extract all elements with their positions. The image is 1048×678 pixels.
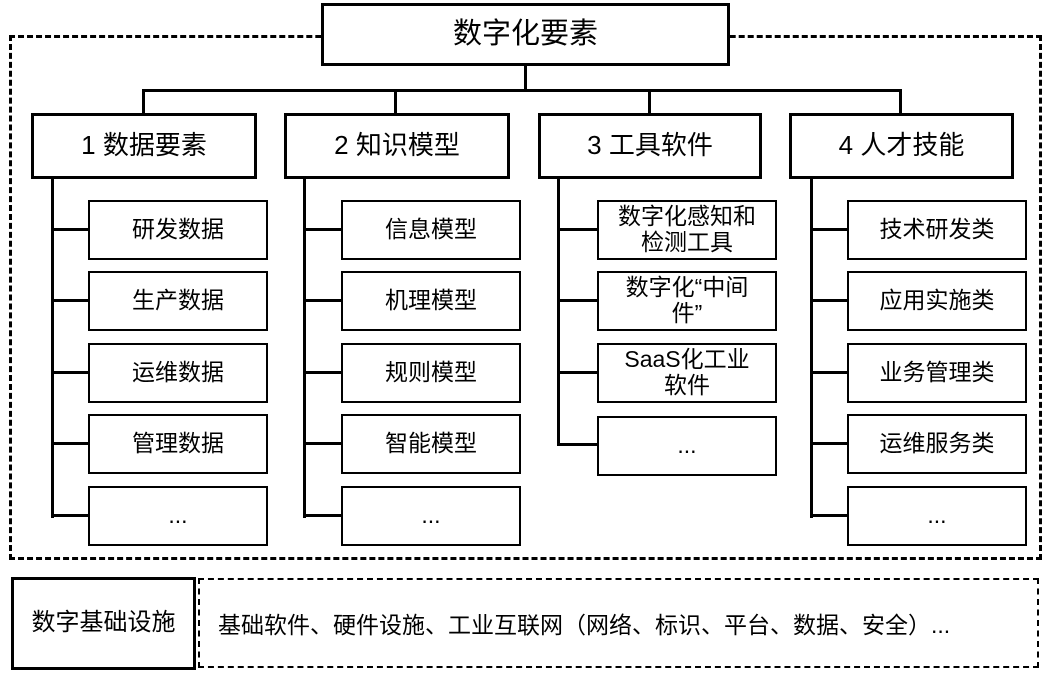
connector-stub-category-3 xyxy=(648,89,651,115)
node-child-3-1-label: 数字化感知和 检测工具 xyxy=(618,203,756,255)
node-category-1: 1 数据要素 xyxy=(31,113,257,179)
node-child-4-5: ... xyxy=(847,486,1027,546)
connector-stub-category-4 xyxy=(899,89,902,115)
node-child-3-1: 数字化感知和 检测工具 xyxy=(597,200,777,260)
node-child-1-3: 运维数据 xyxy=(88,343,268,403)
connector-column-4 xyxy=(810,179,813,518)
node-child-4-2-label: 应用实施类 xyxy=(879,287,995,314)
connector-child-1-1 xyxy=(51,228,88,231)
node-child-3-3-label: SaaS化工业 软件 xyxy=(624,346,750,398)
node-child-1-5-label: ... xyxy=(168,502,188,529)
node-child-1-2: 生产数据 xyxy=(88,271,268,331)
connector-child-4-5 xyxy=(810,514,847,517)
node-category-2-label: 2 知识模型 xyxy=(334,130,460,161)
connector-child-4-1 xyxy=(810,228,847,231)
connector-child-3-2 xyxy=(557,299,597,302)
connector-child-1-2 xyxy=(51,299,88,302)
node-child-3-2-label: 数字化“中间 件” xyxy=(625,274,749,326)
node-child-4-1: 技术研发类 xyxy=(847,200,1027,260)
connector-stub-category-1 xyxy=(142,89,145,115)
infrastructure-description: 基础软件、硬件设施、工业互联网（网络、标识、平台、数据、安全）... xyxy=(218,612,951,638)
node-child-4-1-label: 技术研发类 xyxy=(879,216,995,243)
node-child-3-4: ... xyxy=(597,416,777,476)
node-child-2-2: 机理模型 xyxy=(341,271,521,331)
connector-child-3-4 xyxy=(557,443,597,446)
node-category-3: 3 工具软件 xyxy=(538,113,762,179)
node-child-1-1-label: 研发数据 xyxy=(132,216,224,243)
node-child-1-4: 管理数据 xyxy=(88,414,268,474)
node-root-label: 数字化要素 xyxy=(452,18,598,51)
connector-child-4-2 xyxy=(810,299,847,302)
infrastructure-label: 数字基础设施 xyxy=(31,609,176,637)
node-child-2-1: 信息模型 xyxy=(341,200,521,260)
connector-rail xyxy=(142,89,902,92)
connector-child-4-4 xyxy=(810,442,847,445)
node-category-4-label: 4 人才技能 xyxy=(838,130,965,161)
connector-child-1-5 xyxy=(51,514,88,517)
node-child-2-4: 智能模型 xyxy=(341,414,521,474)
node-child-4-2: 应用实施类 xyxy=(847,271,1027,331)
node-child-1-2-label: 生产数据 xyxy=(132,287,224,314)
node-child-2-4-label: 智能模型 xyxy=(385,430,477,457)
node-child-4-4: 运维服务类 xyxy=(847,414,1027,474)
node-child-2-5-label: ... xyxy=(421,502,441,529)
node-category-1-label: 1 数据要素 xyxy=(81,130,207,161)
node-child-4-3-label: 业务管理类 xyxy=(879,359,995,386)
connector-column-1 xyxy=(51,179,54,518)
connector-stub-category-2 xyxy=(394,89,397,115)
node-child-2-2-label: 机理模型 xyxy=(385,287,477,314)
node-category-4: 4 人才技能 xyxy=(789,113,1014,179)
connector-child-2-4 xyxy=(303,442,341,445)
node-child-3-3: SaaS化工业 软件 xyxy=(597,343,777,403)
connector-child-3-1 xyxy=(557,228,597,231)
node-category-2: 2 知识模型 xyxy=(284,113,510,179)
infrastructure-box: 数字基础设施 xyxy=(11,577,196,670)
connector-child-2-5 xyxy=(303,514,341,517)
node-child-1-1: 研发数据 xyxy=(88,200,268,260)
node-child-4-4-label: 运维服务类 xyxy=(879,430,995,457)
connector-column-3 xyxy=(557,179,560,446)
connector-child-4-3 xyxy=(810,371,847,374)
connector-child-3-3 xyxy=(557,371,597,374)
infrastructure-description-box: 基础软件、硬件设施、工业互联网（网络、标识、平台、数据、安全）... xyxy=(198,578,1039,668)
node-child-1-5: ... xyxy=(88,486,268,546)
connector-child-2-2 xyxy=(303,299,341,302)
connector-child-2-1 xyxy=(303,228,341,231)
node-child-1-4-label: 管理数据 xyxy=(132,430,224,457)
connector-root-drop xyxy=(524,66,527,91)
node-child-2-5: ... xyxy=(341,486,521,546)
node-child-1-3-label: 运维数据 xyxy=(132,359,224,386)
node-child-2-1-label: 信息模型 xyxy=(385,216,477,243)
node-category-3-label: 3 工具软件 xyxy=(587,130,713,161)
node-child-4-5-label: ... xyxy=(927,502,947,529)
node-child-2-3-label: 规则模型 xyxy=(385,359,477,386)
node-root: 数字化要素 xyxy=(321,3,730,66)
connector-child-1-3 xyxy=(51,371,88,374)
connector-child-2-3 xyxy=(303,371,341,374)
node-child-4-3: 业务管理类 xyxy=(847,343,1027,403)
node-child-2-3: 规则模型 xyxy=(341,343,521,403)
connector-child-1-4 xyxy=(51,442,88,445)
connector-column-2 xyxy=(303,179,306,518)
node-child-3-4-label: ... xyxy=(677,432,697,459)
node-child-3-2: 数字化“中间 件” xyxy=(597,271,777,331)
